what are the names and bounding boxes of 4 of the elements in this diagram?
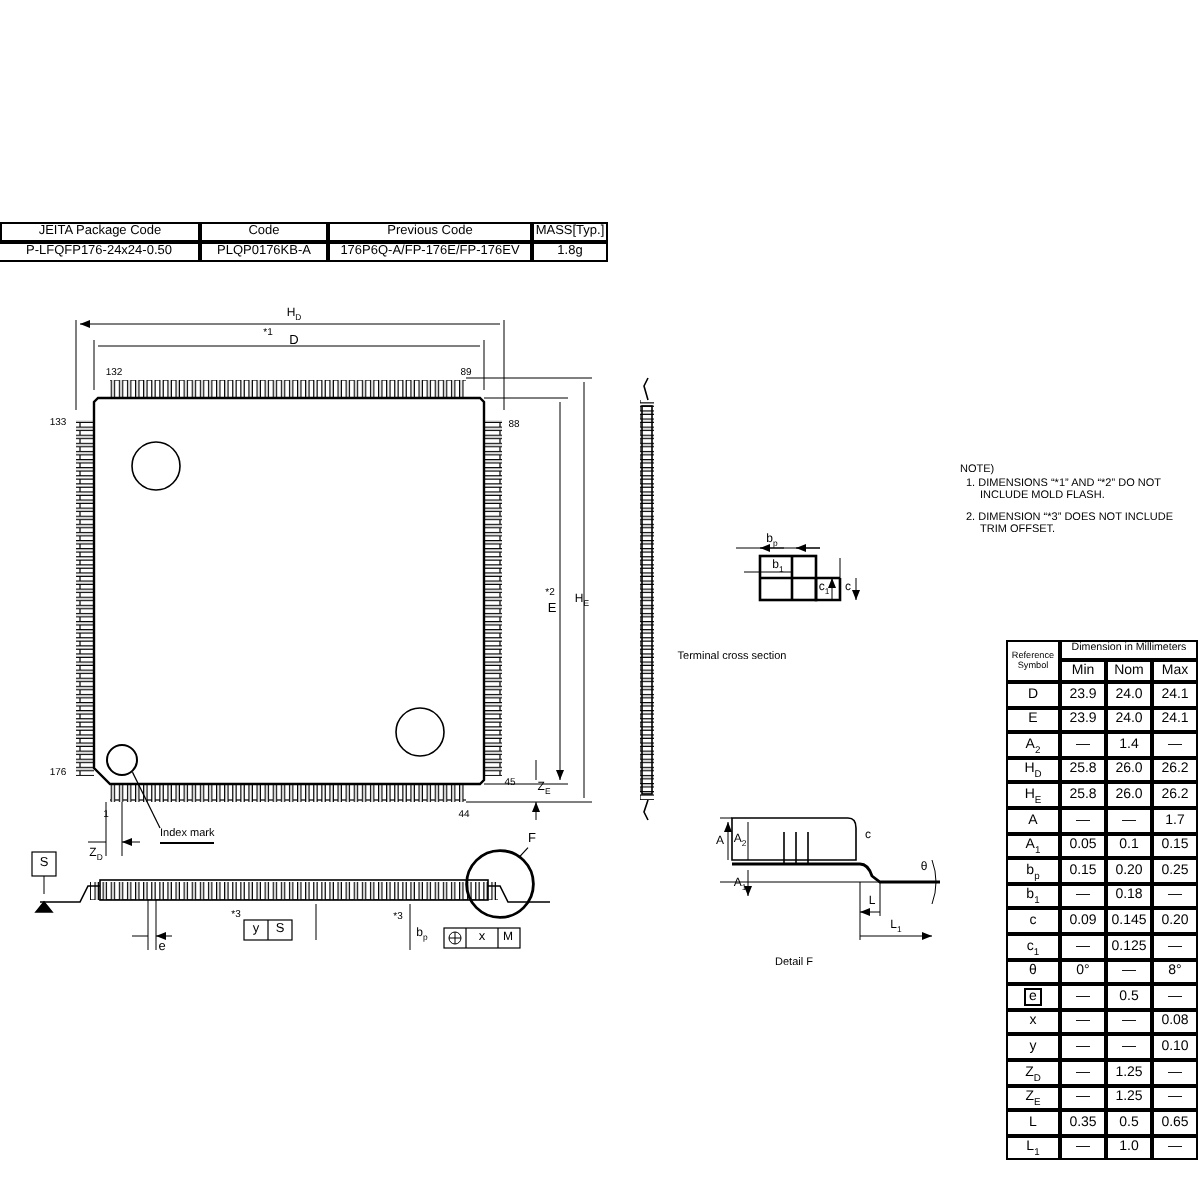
leader-line — [131, 771, 161, 829]
index-mark-circle — [106, 744, 138, 776]
leader-line — [519, 847, 529, 858]
detail-circle — [466, 850, 534, 918]
